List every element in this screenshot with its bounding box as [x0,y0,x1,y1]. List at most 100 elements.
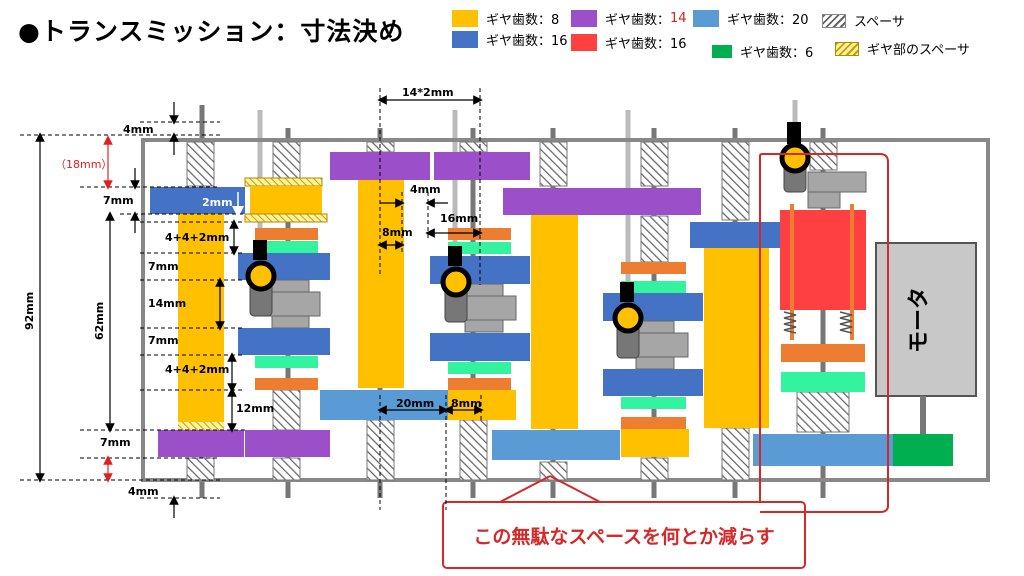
callout-pointer [549,475,601,503]
dim-label: 7mm [100,436,131,449]
gear-16-blue [603,369,703,396]
sleeve [807,171,867,193]
dimension-labels: 4mm （18mm） 7mm 2mm 4+4+2mm 7mm 14mm 7mm … [23,86,482,498]
legend-swatch [822,13,846,28]
gear-spacer [178,422,224,430]
legend-label: ギヤ歯数：20 [727,13,809,28]
gear-6-green [893,434,953,466]
callout-box [442,501,806,569]
page-title: ●トランスミッション：寸法決め [18,17,405,46]
dim-label: 16mm [440,212,478,225]
legend-item-gear6: ギヤ歯数：6 [712,42,813,61]
legend-swatch [452,10,478,27]
gear-8-yellow [704,248,769,428]
collar-orange [621,262,686,274]
dim-label: 8mm [382,226,413,239]
dimension-arrows [35,102,239,518]
spring [839,311,853,334]
collar-orange [255,378,318,390]
legend-label: ギヤ歯数：6 [740,46,814,61]
sleeve [635,356,675,370]
dim-label: 92mm [23,292,36,330]
dimension-arrows-top [377,95,484,415]
sleeve [271,279,310,293]
dim-label: 4mm [123,123,154,136]
gear-8-yellow [531,215,578,429]
shift-fork [612,282,644,359]
gear-16-blue [430,333,530,361]
legend-item-gear-spacer: ギヤ部のスペーサ [835,39,970,58]
shift-fork [440,246,472,323]
legend-item-gear20: ギヤ歯数：20 [693,9,809,28]
legend-item-spacer: スペーサ [822,11,905,30]
dim-label: 7mm [103,194,134,207]
collar-orange [781,344,865,362]
dim-label: 8mm [451,397,482,410]
legend-swatch [835,41,859,56]
dim-label: 12mm [236,402,274,415]
shift-fork [779,122,811,193]
sleeve [264,291,321,317]
dim-label: 4mm [410,183,441,196]
dim-label: 4+4+2mm [165,231,229,244]
dim-label: 4+4+2mm [165,363,229,376]
collar-mint [255,356,318,368]
sleeve [807,191,841,209]
gear-8-yellow [358,180,404,388]
collar-mint [448,242,511,254]
dim-label: 7mm [148,260,179,273]
legend-swatch [571,34,597,51]
shift-fork [245,240,277,317]
legend-item-gear8: ギヤ歯数：8 [452,9,559,28]
gear-16-blue [150,187,245,214]
collar-mint [255,241,318,253]
legend-swatch [571,10,597,27]
sleeve [464,319,504,333]
motor-shaft [920,396,926,434]
dim-label: 7mm [148,334,179,347]
legend-swatch [693,10,719,27]
legend-swatch [452,31,478,48]
collar-orange [255,228,318,240]
motor [875,242,977,397]
collar-orange [621,417,686,429]
gear-14-purple [603,188,701,215]
gear-8-yellow [250,186,322,214]
gear-8-yellow [178,214,224,422]
gear-spacer [244,177,323,187]
legend-item-gear14: ギヤ歯数：14 [571,9,687,28]
dim-label: 20mm [396,397,434,410]
collar-mint [448,362,511,374]
dim-label: 2mm [202,196,233,209]
spacers [186,141,850,481]
collar-mint [781,372,865,392]
gear-14-purple [503,188,603,215]
clutch-pin [850,204,854,340]
gear-spacer [244,213,328,223]
callout-text: この無駄なスペースを何とか減らす [473,525,774,548]
callout-pointer [499,475,551,503]
legend-item-gear16-red: ギヤ歯数：16 [571,33,687,52]
gear-20-lightblue [320,390,448,420]
sleeve [629,332,689,358]
legend-label: ギヤ部のスペーサ [867,43,970,58]
motor-label: モータ [907,287,932,353]
gear-20-lightblue [492,430,620,460]
legend-item-gear16-blue: ギヤ歯数：16 [452,30,568,49]
legend-label: ギヤ歯数： [605,13,671,28]
gear-20-lightblue [753,434,893,466]
collar-mint [621,281,686,293]
legend-label: ギヤ歯数：8 [486,13,560,28]
sleeve [271,315,310,329]
dim-label-red: （18mm） [55,158,112,171]
dim-label: 14mm [148,297,186,310]
dim-label: 4mm [128,485,159,498]
gear-14-purple [434,152,530,180]
legend-label-number: 14 [670,11,687,26]
legend-swatch [712,45,732,58]
gear-14-purple [158,430,244,457]
gear-16-blue [690,222,782,248]
dim-label: 14*2mm [402,86,454,99]
